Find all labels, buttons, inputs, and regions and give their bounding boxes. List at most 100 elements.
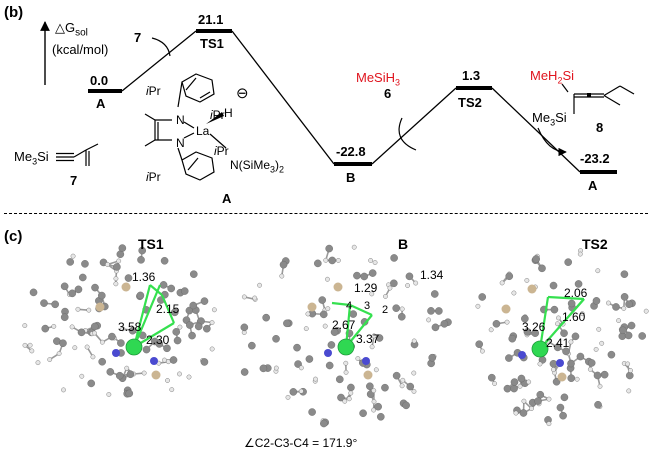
hydrogen-atom xyxy=(186,374,192,380)
hydrogen-atom xyxy=(72,345,78,351)
carbon-atom xyxy=(319,310,328,319)
energy-profile xyxy=(40,21,635,181)
carbon-atom xyxy=(87,379,96,388)
carbon-atom xyxy=(320,419,328,428)
hydrogen-atom xyxy=(475,303,481,309)
carbon-atom xyxy=(248,341,256,350)
catalyst-hydride: H xyxy=(224,106,233,120)
catalyst-n-top: N xyxy=(176,113,185,127)
carbon-atom xyxy=(390,279,398,288)
carbon-atom xyxy=(564,258,572,266)
carbon-atom xyxy=(538,264,546,273)
carbon-atom xyxy=(115,371,124,380)
carbon-atom xyxy=(359,409,367,418)
hydrogen-atom xyxy=(371,399,377,405)
carbon-atom xyxy=(279,260,288,269)
hydrogen-atom xyxy=(86,307,92,313)
hydrogen-atom xyxy=(492,381,497,386)
carbon-atom xyxy=(173,336,182,345)
distance-label: 2.06 xyxy=(564,286,588,300)
carbon-atom xyxy=(428,353,437,362)
hydrogen-atom xyxy=(593,347,599,352)
carbon-atom xyxy=(142,345,151,354)
carbon-atom xyxy=(98,357,106,366)
state-label-A: A xyxy=(96,96,106,111)
carbon-atom xyxy=(376,412,385,421)
carbon-atom xyxy=(180,287,189,295)
catalyst-charge: ⊖ xyxy=(236,85,249,102)
hydrogen-atom xyxy=(343,369,349,375)
carbon-atom xyxy=(59,339,67,348)
highlight-bond xyxy=(149,284,163,296)
hydrogen-atom xyxy=(305,311,311,317)
energy-value-TS2: 1.3 xyxy=(462,68,481,83)
hydrogen-atom xyxy=(177,371,182,377)
hydrogen-atom xyxy=(106,392,112,397)
hydrogen-atom xyxy=(346,396,352,402)
hydrogen-atom xyxy=(411,370,417,376)
atom-label: 2 xyxy=(382,304,389,316)
carbon-atom xyxy=(29,288,38,297)
silicon-atom xyxy=(121,282,131,292)
nitrogen-atom xyxy=(556,359,564,367)
hydrogen-atom xyxy=(577,251,583,257)
carbon-atom xyxy=(560,329,568,338)
silicon-atom xyxy=(95,302,105,312)
carbon-atom xyxy=(562,347,570,356)
hydrogen-atom xyxy=(372,260,378,265)
hydrogen-atom xyxy=(426,317,432,323)
carbon-atom xyxy=(368,269,377,277)
hydrogen-atom xyxy=(369,291,375,297)
carbon-atom xyxy=(492,320,501,328)
carbon-atom xyxy=(519,409,528,417)
hydrogen-atom xyxy=(323,257,329,263)
carbon-atom xyxy=(552,377,561,386)
state-label-TS1: TS1 xyxy=(200,36,224,51)
product-8-structure xyxy=(561,83,635,114)
energy-value-A: 0.0 xyxy=(90,73,109,88)
nitrogen-atom xyxy=(518,351,526,359)
hydrogen-atom xyxy=(546,396,552,402)
carbon-atom xyxy=(325,361,334,370)
carbon-atom xyxy=(66,258,74,266)
carbon-atom xyxy=(78,273,87,282)
substrate-number-7: 7 xyxy=(70,173,78,188)
carbon-atom xyxy=(125,389,134,398)
panel-b-label: (b) xyxy=(4,4,24,21)
distance-label: 1.34 xyxy=(420,268,444,282)
hydrogen-atom xyxy=(241,294,247,300)
hydrogen-atom xyxy=(335,258,341,263)
silicon-atom xyxy=(527,284,537,294)
structure-title-TS2: TS2 xyxy=(582,236,608,252)
carbon-atom xyxy=(108,332,116,341)
connector xyxy=(491,87,581,173)
carbon-atom xyxy=(169,356,178,364)
highlight-bond xyxy=(132,284,152,348)
hydrogen-atom xyxy=(405,283,410,288)
highlight-bond xyxy=(349,303,373,317)
carbon-atom xyxy=(203,324,211,333)
carbon-atom xyxy=(60,313,69,322)
energy-value-TS1: 21.1 xyxy=(198,12,224,27)
hydrogen-atom xyxy=(90,354,96,360)
hydrogen-atom xyxy=(120,326,126,332)
carbon-atom xyxy=(294,360,302,368)
connector xyxy=(231,30,335,165)
hydrogen-atom xyxy=(29,348,35,354)
panel-divider xyxy=(4,213,648,214)
hydrogen-atom xyxy=(587,366,593,372)
hydrogen-atom xyxy=(273,365,279,371)
catalyst-A-structure xyxy=(144,73,227,181)
hydrogen-atom xyxy=(411,389,417,394)
hydrogen-atom xyxy=(529,406,534,411)
hydrogen-atom xyxy=(399,383,405,389)
carbon-atom xyxy=(194,322,203,331)
carbon-atom xyxy=(51,300,59,309)
hydrogen-atom xyxy=(400,377,406,383)
silicon-atom xyxy=(333,282,343,292)
distance-label: 1.29 xyxy=(354,281,378,295)
hydrogen-atom xyxy=(524,278,530,283)
reagent-number-7: 7 xyxy=(134,30,142,45)
carbon-atom xyxy=(440,320,449,328)
hydrogen-atom xyxy=(628,368,633,373)
